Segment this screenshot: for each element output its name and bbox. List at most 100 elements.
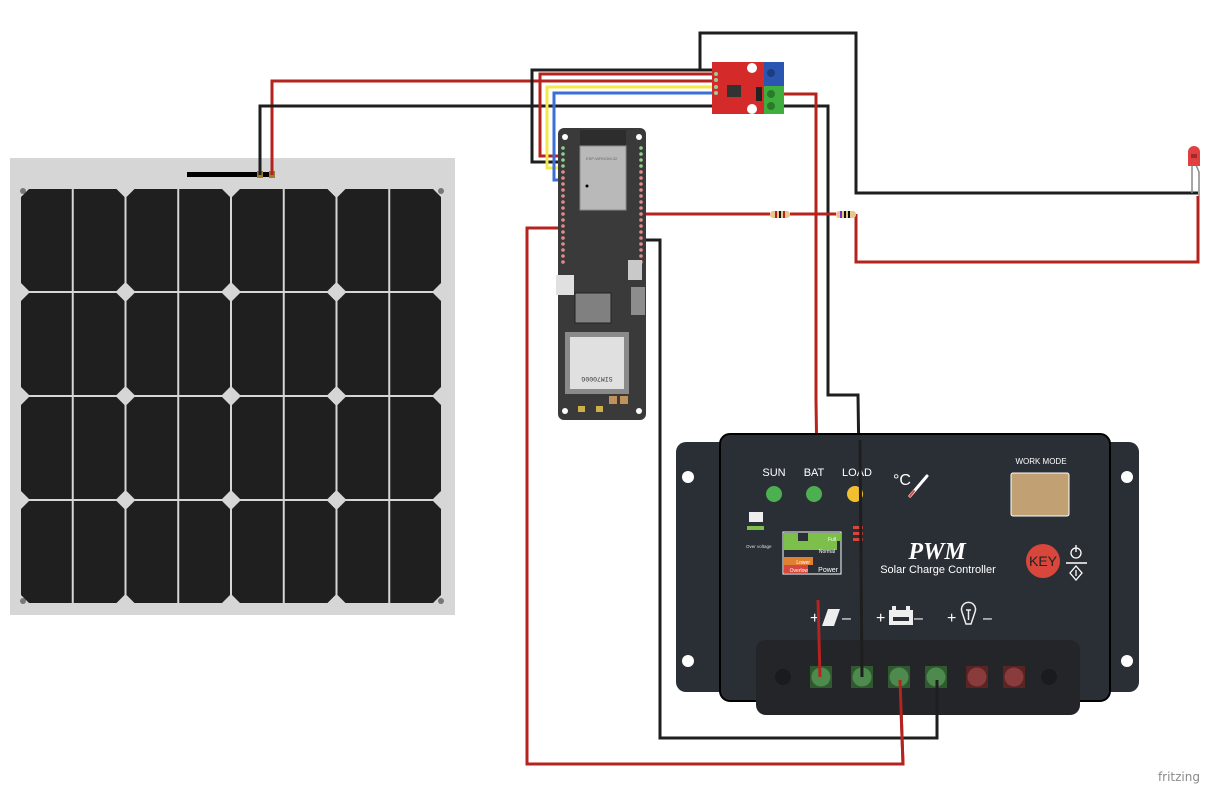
esp32-pin[interactable] bbox=[561, 194, 565, 198]
solar-cell bbox=[179, 501, 230, 603]
power-label: Power bbox=[818, 567, 839, 574]
esp32-pin[interactable] bbox=[561, 218, 565, 222]
esp32-pin[interactable] bbox=[561, 224, 565, 228]
solar-cell bbox=[390, 189, 441, 291]
esp32-pin[interactable] bbox=[561, 176, 565, 180]
solar-cell bbox=[232, 293, 283, 395]
esp32-pin[interactable] bbox=[561, 248, 565, 252]
resistor-2[interactable] bbox=[836, 211, 856, 218]
esp32-pin[interactable] bbox=[561, 152, 565, 156]
battery-outline bbox=[782, 531, 842, 575]
terminal-screw bbox=[889, 667, 909, 687]
esp32-pin[interactable] bbox=[561, 230, 565, 234]
usb-port[interactable] bbox=[628, 260, 642, 280]
level-overlow: Overlow bbox=[790, 568, 809, 574]
sensor-pin-vcc[interactable] bbox=[714, 72, 718, 76]
esp32-pin[interactable] bbox=[561, 242, 565, 246]
mount-hole bbox=[438, 598, 444, 604]
mount-hole bbox=[636, 408, 642, 414]
esp32-pin[interactable] bbox=[639, 176, 643, 180]
esp32-pin[interactable] bbox=[561, 182, 565, 186]
esp32-pin[interactable] bbox=[639, 146, 643, 150]
esp32-pin[interactable] bbox=[639, 212, 643, 216]
esp32-pin[interactable] bbox=[561, 170, 565, 174]
esp32-pin[interactable] bbox=[561, 206, 565, 210]
mount-hole bbox=[682, 655, 694, 667]
wire-vcc-sensor[interactable] bbox=[538, 72, 720, 158]
mount-hole bbox=[20, 188, 26, 194]
solar-cell bbox=[73, 501, 125, 603]
key-button[interactable] bbox=[1026, 544, 1060, 578]
screw bbox=[767, 102, 775, 110]
esp32-pin[interactable] bbox=[639, 230, 643, 234]
mount-hole bbox=[747, 104, 757, 114]
solar-cell bbox=[21, 189, 72, 291]
sensor-pin-gnd[interactable] bbox=[714, 78, 718, 82]
power-icon bbox=[1066, 545, 1087, 581]
wire-overlays bbox=[816, 439, 939, 765]
esp32-pin[interactable] bbox=[639, 236, 643, 240]
indicator-label-bat: BAT bbox=[804, 467, 825, 479]
terminal-block-green[interactable] bbox=[764, 86, 784, 114]
sensor-pin-sda[interactable] bbox=[714, 91, 718, 95]
esp32-pins-left bbox=[561, 146, 565, 264]
level-bar bbox=[784, 565, 808, 573]
solar-cell bbox=[390, 397, 441, 499]
esp32-pin[interactable] bbox=[639, 218, 643, 222]
esp32-pin[interactable] bbox=[561, 254, 565, 258]
sensor-chip bbox=[727, 85, 741, 97]
esp32-pin[interactable] bbox=[561, 158, 565, 162]
esp32-board[interactable]: ESP-WROOM-32 SIM7000G bbox=[556, 128, 646, 420]
switch[interactable] bbox=[556, 275, 574, 295]
solar-cell bbox=[73, 189, 125, 291]
solar-cell bbox=[179, 293, 230, 395]
screw bbox=[767, 90, 775, 98]
esp32-pin[interactable] bbox=[561, 236, 565, 240]
esp32-pin[interactable] bbox=[639, 206, 643, 210]
esp32-pin[interactable] bbox=[639, 188, 643, 192]
wire-led-anode[interactable] bbox=[854, 196, 1200, 264]
esp32-pin[interactable] bbox=[639, 194, 643, 198]
solar-cell bbox=[126, 501, 178, 603]
esp32-pin[interactable] bbox=[561, 200, 565, 204]
esp32-pin[interactable] bbox=[639, 242, 643, 246]
esp32-pin[interactable] bbox=[561, 146, 565, 150]
charge-controller[interactable]: SUN BAT LOAD °C WORK MODE Over voltage F… bbox=[676, 433, 1139, 715]
esp32-pin[interactable] bbox=[639, 200, 643, 204]
resistor-1[interactable] bbox=[770, 211, 790, 218]
controller-terminals bbox=[810, 666, 1025, 688]
esp32-pin[interactable] bbox=[561, 188, 565, 192]
esp32-pin[interactable] bbox=[561, 212, 565, 216]
esp32-pin[interactable] bbox=[639, 164, 643, 168]
modem-label: SIM7000G bbox=[581, 375, 612, 382]
solar-cell bbox=[126, 293, 178, 395]
solar-cell bbox=[284, 397, 336, 499]
esp32-pin[interactable] bbox=[639, 158, 643, 162]
esp32-pin[interactable] bbox=[561, 260, 565, 264]
sensor-pin-scl[interactable] bbox=[714, 85, 718, 89]
component bbox=[620, 396, 628, 404]
current-sensor[interactable] bbox=[712, 62, 784, 114]
key-label: KEY bbox=[1029, 553, 1058, 569]
wire-overlay-pv-negative bbox=[858, 439, 864, 678]
wire-led-cathode[interactable] bbox=[698, 31, 1198, 195]
esp32-pin[interactable] bbox=[639, 224, 643, 228]
resistor-band bbox=[844, 211, 846, 218]
esp32-pin[interactable] bbox=[639, 248, 643, 252]
solar-panel[interactable] bbox=[10, 158, 455, 615]
red-led[interactable] bbox=[1188, 146, 1200, 196]
sim-holder bbox=[631, 287, 645, 315]
battery-status-diagram: Over voltage Full Normal Lower Overlow P… bbox=[746, 512, 863, 575]
esp32-pin[interactable] bbox=[639, 182, 643, 186]
wire-panel-positive[interactable] bbox=[270, 79, 720, 175]
solar-cell bbox=[337, 293, 389, 395]
solar-cell bbox=[21, 501, 72, 603]
esp32-pin[interactable] bbox=[639, 152, 643, 156]
mount-hole bbox=[1121, 655, 1133, 667]
esp32-pin[interactable] bbox=[639, 254, 643, 258]
resistor-band bbox=[840, 211, 842, 218]
esp32-pin[interactable] bbox=[639, 170, 643, 174]
terminal-screw bbox=[1004, 667, 1024, 687]
terminal-plus-solar: + bbox=[810, 610, 819, 627]
esp32-pin[interactable] bbox=[561, 164, 565, 168]
